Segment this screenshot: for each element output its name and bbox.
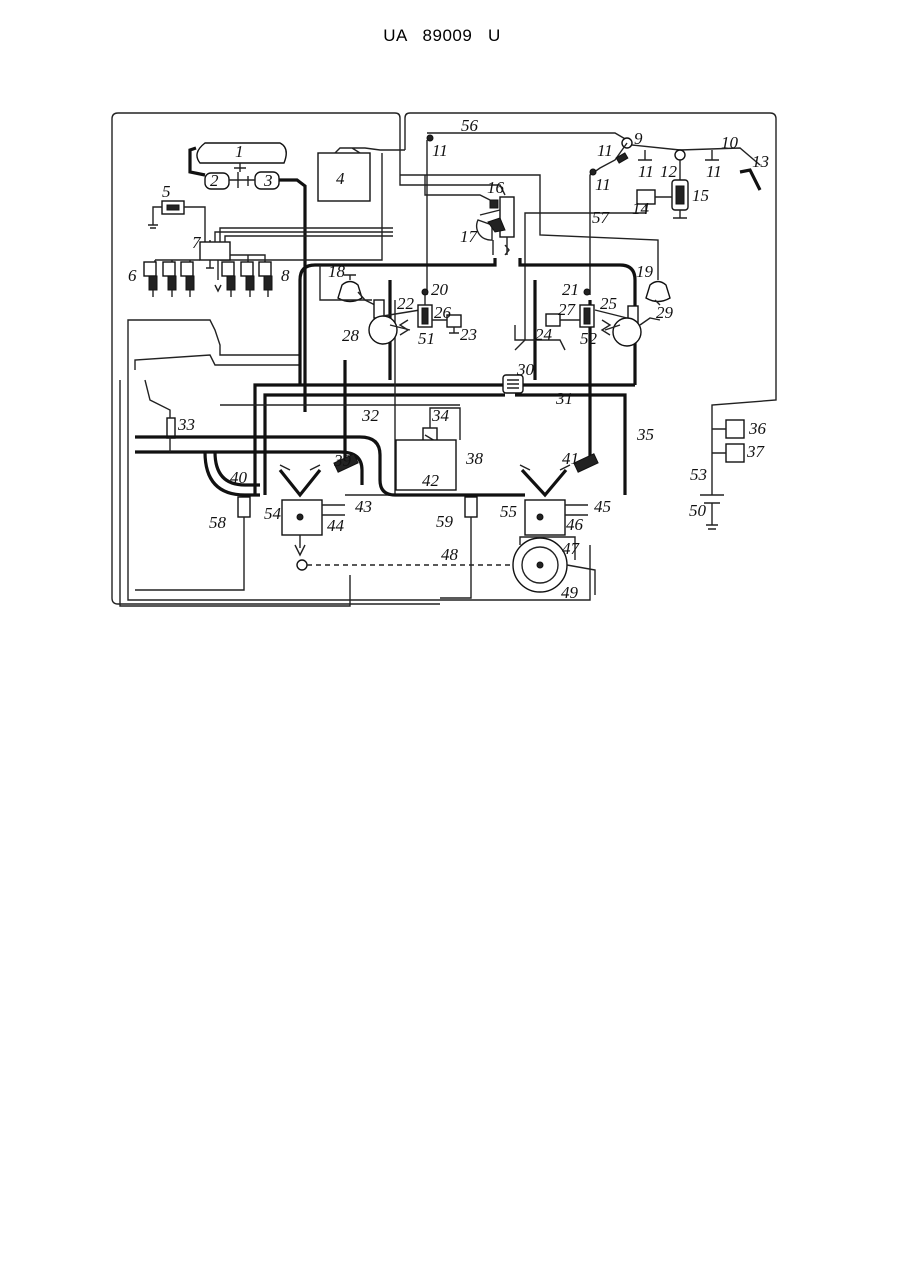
- label-34: 34: [431, 406, 450, 425]
- label-58: 58: [209, 513, 227, 532]
- label-19: 19: [636, 262, 654, 281]
- label-11c: 11: [595, 175, 611, 194]
- label-37: 37: [746, 442, 766, 461]
- label-50: 50: [689, 501, 707, 520]
- label-45: 45: [594, 497, 611, 516]
- label-9: 9: [634, 129, 643, 148]
- label-33: 33: [177, 415, 195, 434]
- label-13: 13: [752, 152, 769, 171]
- sensor-33: [145, 380, 175, 438]
- label-43: 43: [355, 497, 372, 516]
- label-49: 49: [561, 583, 579, 602]
- label-55: 55: [500, 502, 517, 521]
- label-12: 12: [660, 162, 678, 181]
- label-1: 1: [235, 142, 244, 161]
- label-42: 42: [422, 471, 440, 490]
- label-44: 44: [327, 516, 345, 535]
- label-59: 59: [436, 512, 454, 531]
- cylinder-55: [513, 454, 598, 595]
- label-22: 22: [397, 294, 415, 313]
- label-10: 10: [721, 133, 739, 152]
- injector-8-row: [222, 262, 272, 297]
- label-39: 39: [333, 451, 352, 470]
- label-41: 41: [562, 449, 579, 468]
- label-5: 5: [162, 182, 171, 201]
- distributor-7: [200, 242, 230, 260]
- label-14: 14: [632, 199, 650, 218]
- label-17: 17: [460, 227, 479, 246]
- label-40: 40: [230, 468, 248, 487]
- injector-6-row: [144, 262, 194, 297]
- label-32: 32: [361, 406, 380, 425]
- label-29: 29: [656, 303, 674, 322]
- sensor-58: [135, 497, 250, 590]
- label-57: 57: [592, 208, 611, 227]
- label-38: 38: [465, 449, 484, 468]
- label-30: 30: [516, 360, 535, 379]
- label-52: 52: [580, 329, 598, 348]
- label-11b: 11: [597, 141, 613, 160]
- label-24: 24: [535, 325, 553, 344]
- label-46: 46: [566, 515, 584, 534]
- label-48: 48: [441, 545, 459, 564]
- label-21: 21: [562, 280, 579, 299]
- label-27: 27: [558, 300, 577, 319]
- label-31: 31: [555, 389, 573, 408]
- label-20: 20: [431, 280, 449, 299]
- label-53: 53: [690, 465, 707, 484]
- label-11a: 11: [432, 141, 448, 160]
- label-56: 56: [461, 116, 479, 135]
- label-16: 16: [487, 178, 505, 197]
- label-47: 47: [562, 539, 581, 558]
- label-6: 6: [128, 266, 137, 285]
- label-28: 28: [342, 326, 360, 345]
- label-51: 51: [418, 329, 435, 348]
- label-15: 15: [692, 186, 709, 205]
- label-36: 36: [748, 419, 767, 438]
- label-54: 54: [264, 504, 282, 523]
- label-25: 25: [600, 294, 617, 313]
- label-18: 18: [328, 262, 346, 281]
- label-35: 35: [636, 425, 654, 444]
- label-11d: 11: [638, 162, 654, 181]
- label-23: 23: [460, 325, 477, 344]
- label-26: 26: [434, 303, 452, 322]
- label-8: 8: [281, 266, 290, 285]
- label-4: 4: [336, 169, 345, 188]
- label-3: 3: [263, 171, 273, 190]
- label-2: 2: [210, 171, 219, 190]
- label-11f: 11: [706, 162, 722, 181]
- cylinder-54: [280, 454, 358, 570]
